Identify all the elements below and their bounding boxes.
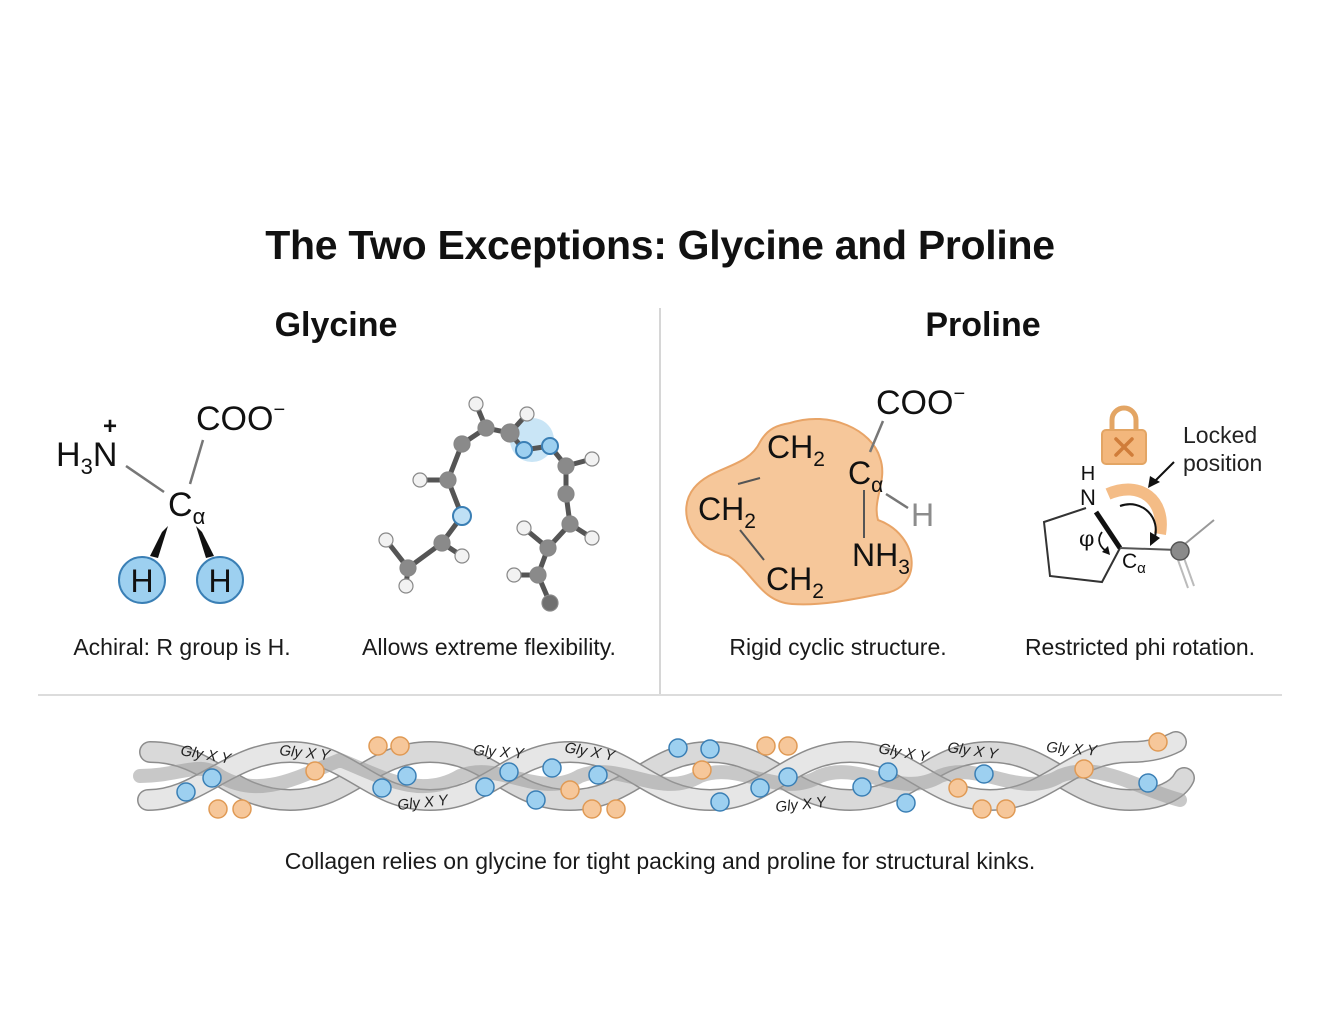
proline-heading: Proline xyxy=(925,306,1041,344)
glycine-heading: Glycine xyxy=(274,306,398,344)
proline-alpha-carbon: Cα xyxy=(848,455,883,497)
section-divider-vertical xyxy=(659,308,661,694)
glycine-h-atom-2 xyxy=(196,556,244,604)
gly-x-y-label: Gly X Y xyxy=(1046,739,1099,760)
ring-alpha-carbon: Cα xyxy=(1122,550,1146,577)
glycine-charge-plus: + xyxy=(103,413,117,440)
ring-h-label: H xyxy=(1081,463,1095,485)
phi-rotation-diagram: Locked position H N φ Cα xyxy=(1042,405,1262,589)
gly-x-y-label: Gly X Y xyxy=(279,742,332,764)
proline-caption-phi: Restricted phi rotation. xyxy=(1024,634,1256,660)
lock-label-line1: Locked xyxy=(1183,422,1257,448)
glycine-h2-label: H xyxy=(208,563,231,599)
gly-x-y-label: Gly X Y xyxy=(397,792,450,814)
proline-h-label: H xyxy=(911,497,934,533)
collagen-caption: Collagen relies on glycine for tight pac… xyxy=(284,848,1036,874)
collagen-triple-helix: Gly X Y Gly X Y Gly X Y Gly X Y Gly X Y … xyxy=(133,731,1195,819)
gly-x-y-label: Gly X Y xyxy=(775,794,828,816)
glycine-structure: H3N + COO− Cα H H xyxy=(56,399,285,604)
proline-ch2-left: CH2 xyxy=(698,491,756,533)
page-title: The Two Exceptions: Glycine and Proline xyxy=(265,222,1055,268)
glycine-h1-label: H xyxy=(130,563,153,599)
glycine-alpha-carbon: Cα xyxy=(168,486,206,529)
phi-symbol: φ xyxy=(1079,527,1094,552)
ring-n-label: N xyxy=(1080,485,1096,510)
proline-carboxyl-label: COO− xyxy=(876,383,965,422)
section-divider-horizontal xyxy=(38,694,1282,696)
glycine-carboxyl-label: COO− xyxy=(196,399,285,438)
glycine-h-atom-1 xyxy=(118,556,166,604)
glycine-caption-achiral: Achiral: R group is H. xyxy=(73,634,291,660)
proline-structure: COO− CH2 Cα CH2 NH3 CH2 H xyxy=(685,383,965,606)
lock-label-line2: position xyxy=(1183,450,1262,476)
glycine-amine-label: H3N xyxy=(56,436,117,479)
gly-x-y-label: Gly X Y xyxy=(473,742,526,763)
proline-caption-rigid: Rigid cyclic structure. xyxy=(729,634,947,660)
glycine-caption-flexibility: Allows extreme flexibility. xyxy=(362,634,616,660)
lock-icon xyxy=(1101,405,1147,465)
flexible-chain-model xyxy=(378,396,600,612)
